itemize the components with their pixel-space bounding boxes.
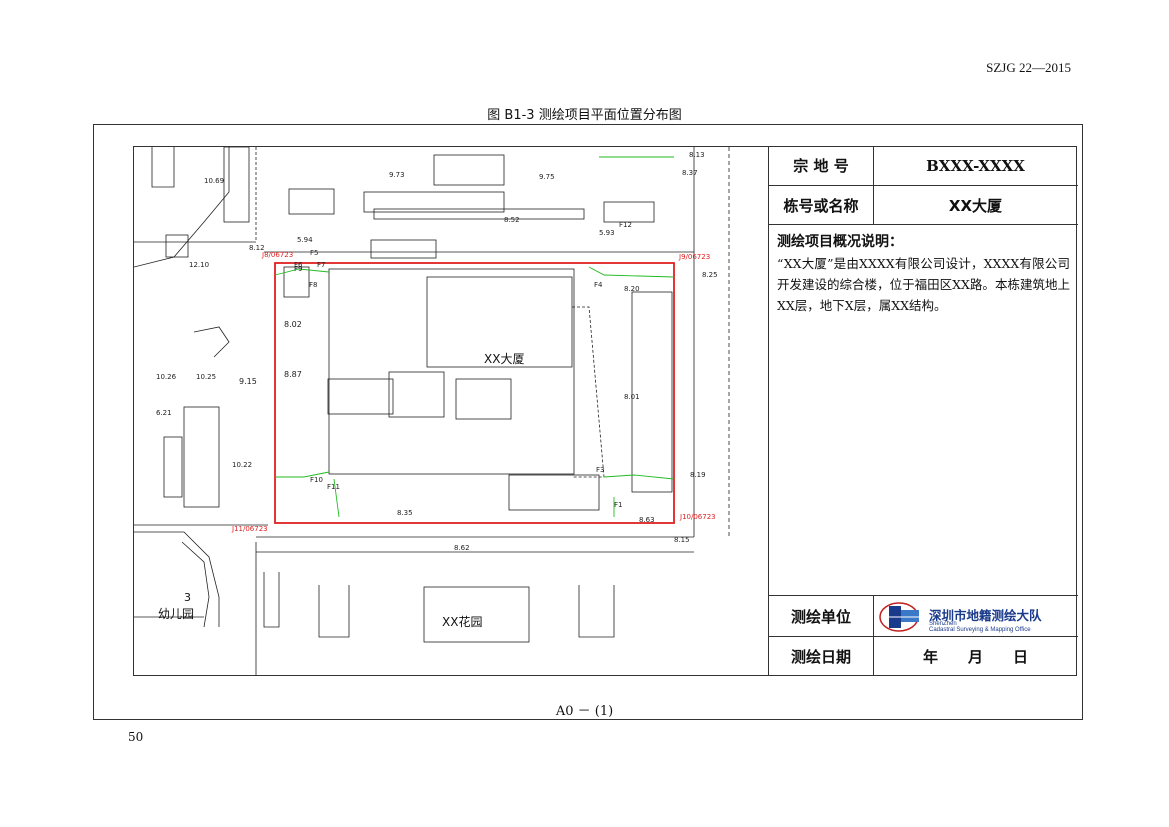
svg-text:8.20: 8.20 <box>624 285 640 293</box>
svg-text:F12: F12 <box>619 221 632 229</box>
survey-map-drawing: J8/06723 J9/06723 J11/06723 J10/06723 F5… <box>134 147 730 675</box>
logo-chinese-name: 深圳市地籍测绘大队 <box>929 608 1042 623</box>
date-label: 测绘日期 <box>769 637 874 675</box>
description-title: 测绘项目概况说明： <box>777 234 903 250</box>
svg-text:F4: F4 <box>594 281 603 289</box>
description-text: “XX大厦”是由XXXX有限公司设计，XXXX有限公司开发建设的综合楼，位于福田… <box>777 256 1070 313</box>
svg-text:6.21: 6.21 <box>156 409 172 417</box>
svg-text:8.01: 8.01 <box>624 393 640 401</box>
svg-text:F3: F3 <box>596 466 604 474</box>
drawing-frame <box>133 146 1077 676</box>
building-value: XX大厦 <box>948 196 1003 215</box>
svg-text:8.87: 8.87 <box>284 370 302 379</box>
svg-text:12.10: 12.10 <box>189 261 209 269</box>
svg-text:8.15: 8.15 <box>674 536 690 544</box>
info-table: 宗 地 号 BXXX-XXXX 栋号或名称 XX大厦 测绘项目概况说明： “XX… <box>768 146 1078 676</box>
date-value: 年 月 日 <box>922 647 1028 666</box>
svg-text:8.52: 8.52 <box>504 216 520 224</box>
logo-english-line1: ShenZhen <box>929 621 957 627</box>
kindergarten-label: 幼儿园 <box>158 607 195 621</box>
outer-frame <box>93 124 1083 720</box>
building-row: 栋号或名称 XX大厦 <box>769 186 1078 225</box>
svg-text:F8: F8 <box>309 281 317 289</box>
page-number: 50 <box>128 730 144 744</box>
svg-text:F10: F10 <box>310 476 323 484</box>
sheet-label: A0 － (1) <box>555 704 614 719</box>
logo-english-line2: Cadastral Surveying & Mapping Office <box>929 627 1031 633</box>
svg-text:F7: F7 <box>317 261 325 269</box>
svg-text:F11: F11 <box>327 483 340 491</box>
surveying-office-logo-icon <box>879 602 925 632</box>
svg-text:8.62: 8.62 <box>454 544 470 552</box>
parcel-value: BXXX-XXXX <box>926 156 1025 175</box>
svg-text:J10/06723: J10/06723 <box>679 513 716 521</box>
svg-text:8.25: 8.25 <box>702 271 718 279</box>
svg-text:8.02: 8.02 <box>284 320 302 329</box>
svg-text:10.69: 10.69 <box>204 177 224 185</box>
svg-text:8.37: 8.37 <box>682 169 698 177</box>
svg-text:5.93: 5.93 <box>599 229 615 237</box>
svg-text:10.22: 10.22 <box>232 461 252 469</box>
svg-text:F9: F9 <box>294 265 302 273</box>
svg-text:F6: F6 <box>294 261 303 269</box>
figure-title: 图 B1-3 测绘项目平面位置分布图 <box>487 108 682 123</box>
svg-text:8.19: 8.19 <box>690 471 706 479</box>
svg-text:10.25: 10.25 <box>196 373 216 381</box>
unit-label: 测绘单位 <box>769 596 874 636</box>
parcel-label: 宗 地 号 <box>769 146 874 185</box>
unit-row: 测绘单位 深圳市地籍测绘大队 ShenZhen Cadastral Survey… <box>769 596 1078 637</box>
svg-text:10.26: 10.26 <box>156 373 177 381</box>
kindergarten-number: 3 <box>184 591 191 604</box>
svg-text:F1: F1 <box>614 501 622 509</box>
svg-text:J11/06723: J11/06723 <box>231 525 268 533</box>
survey-map: J8/06723 J9/06723 J11/06723 J10/06723 F5… <box>134 147 768 675</box>
building-label: 栋号或名称 <box>769 186 874 224</box>
svg-text:8.35: 8.35 <box>397 509 413 517</box>
svg-text:F5: F5 <box>310 249 318 257</box>
svg-text:8.12: 8.12 <box>249 244 265 252</box>
svg-text:9.75: 9.75 <box>539 173 555 181</box>
svg-text:J9/06723: J9/06723 <box>678 253 710 261</box>
garden-label: XX花园 <box>442 615 483 629</box>
date-row: 测绘日期 年 月 日 <box>769 637 1078 676</box>
svg-text:5.94: 5.94 <box>297 236 313 244</box>
main-building-label: XX大厦 <box>484 352 525 366</box>
svg-text:8.63: 8.63 <box>639 516 655 524</box>
parcel-row: 宗 地 号 BXXX-XXXX <box>769 146 1078 186</box>
svg-text:9.15: 9.15 <box>239 377 257 386</box>
svg-text:9.73: 9.73 <box>389 171 405 179</box>
unit-logo: 深圳市地籍测绘大队 ShenZhen Cadastral Surveying &… <box>873 596 1078 636</box>
description-section: 测绘项目概况说明： “XX大厦”是由XXXX有限公司设计，XXXX有限公司开发建… <box>769 225 1078 596</box>
standard-code: SZJG 22—2015 <box>986 60 1071 75</box>
svg-text:J8/06723: J8/06723 <box>261 251 293 259</box>
svg-text:8.13: 8.13 <box>689 151 705 159</box>
